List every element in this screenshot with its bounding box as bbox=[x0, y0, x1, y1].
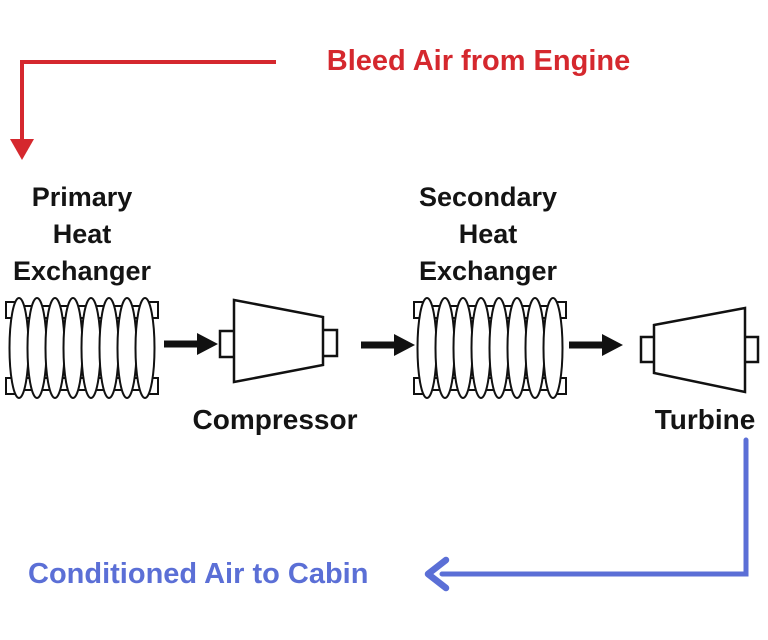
secondary-heat-exchanger-label: Secondary Heat Exchanger bbox=[418, 182, 558, 286]
flow-arrow-hx2-to-turbine bbox=[569, 334, 623, 356]
conditioned-air-arrow bbox=[424, 437, 749, 592]
flow-arrow-hx1-to-compressor bbox=[164, 333, 218, 355]
turbine-label: Turbine bbox=[654, 404, 756, 435]
turbine-icon bbox=[639, 306, 760, 394]
compressor-icon bbox=[218, 298, 339, 384]
primary-heat-exchanger-icon bbox=[5, 297, 159, 399]
bleed-air-arrow bbox=[10, 60, 276, 160]
bleed-air-label: Bleed Air from Engine bbox=[326, 45, 631, 77]
secondary-heat-exchanger-icon bbox=[413, 297, 567, 399]
compressor-label: Compressor bbox=[192, 404, 358, 435]
flow-arrow-compressor-to-hx2 bbox=[361, 334, 415, 356]
primary-heat-exchanger-label: Primary Heat Exchanger bbox=[12, 182, 152, 286]
conditioned-air-label: Conditioned Air to Cabin bbox=[28, 558, 369, 590]
